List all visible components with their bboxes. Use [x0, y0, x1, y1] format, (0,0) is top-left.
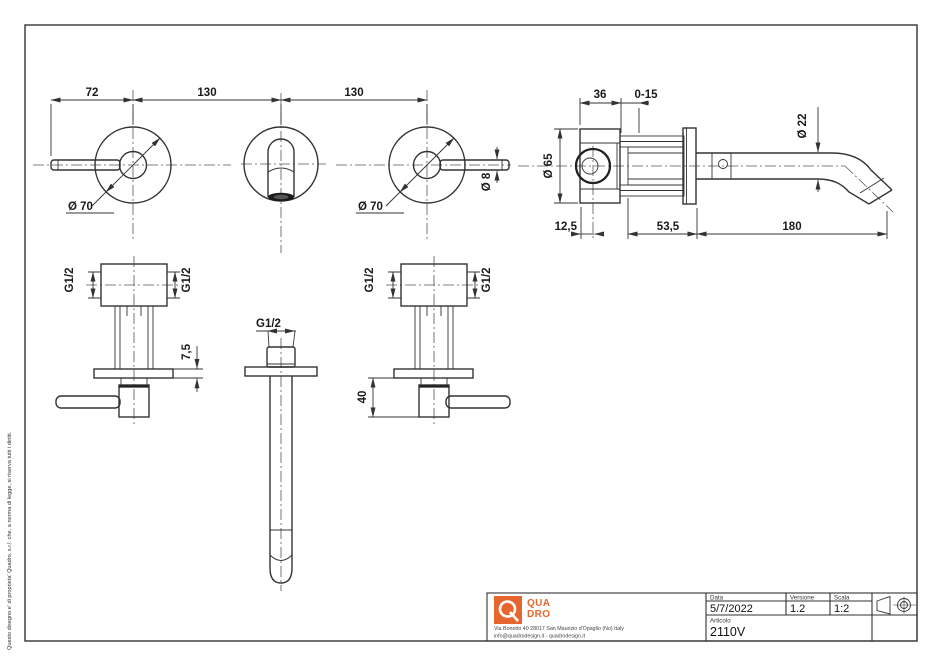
thread-sleeve — [627, 146, 685, 186]
dim-label-dia70-right: Ø 70 — [358, 201, 383, 213]
set-screw — [718, 159, 728, 169]
thread-label-g12-c: G1/2 — [364, 268, 376, 293]
field-label-data: Data — [710, 595, 724, 602]
lever-top-view — [55, 395, 121, 409]
field-value-data: 5/7/2022 — [710, 603, 753, 615]
field-value-scala: 1:2 — [834, 603, 849, 615]
field-value-articolo: 2110V — [710, 625, 746, 639]
handle-base — [118, 384, 150, 418]
dim-label-36: 36 — [594, 89, 607, 101]
aerator-line — [859, 177, 885, 194]
left-handle-rosette — [94, 126, 172, 204]
valve-body-top-right — [400, 263, 468, 307]
right-handle-rosette — [388, 126, 466, 204]
dim-label-7-5: 7,5 — [181, 343, 193, 360]
thread-label-g12-b: G1/2 — [181, 268, 193, 293]
dim-label-dia70-left: Ø 70 — [68, 201, 93, 213]
dim-label-dia65: Ø 65 — [543, 153, 555, 179]
quadro-logo: QUA DRO — [494, 596, 550, 624]
dim-label-40: 40 — [357, 391, 369, 404]
thread-label-g12-spout: G1/2 — [256, 318, 281, 330]
sheet-border — [24, 24, 918, 642]
side-view: 36 0-15 Ø 65 Ø 22 12,5 53,5 180 — [518, 89, 894, 239]
field-value-versione: 1.2 — [790, 603, 805, 615]
dim-label-dia8: Ø 8 — [481, 172, 493, 191]
valve-body-top — [100, 263, 168, 307]
logo-q-icon — [498, 600, 517, 618]
lever-top-view-right — [445, 395, 511, 409]
title-block: QUA DRO Via Bonetto 40 28017 San Maurizi… — [486, 592, 918, 642]
valve-body — [579, 128, 621, 204]
wall-plate-right — [393, 368, 474, 379]
dim-label-0-15: 0-15 — [634, 89, 658, 101]
projection-symbol-icon — [876, 595, 916, 615]
right-handle-lever — [439, 159, 510, 171]
top-view-right-valve: G1/2 G1/2 40 — [357, 256, 511, 424]
thread-label-g12-d: G1/2 — [481, 268, 493, 293]
field-label-articolo: Articolo — [710, 618, 731, 625]
dim-label-53-5: 53,5 — [657, 221, 680, 233]
cartridge — [574, 147, 612, 185]
top-view-spout: G1/2 — [244, 318, 318, 591]
dim-label-12-5: 12,5 — [555, 221, 578, 233]
field-label-versione: Versione — [790, 595, 815, 602]
address-line1: Via Bonetto 40 28017 San Maurizio d'Opag… — [494, 626, 624, 632]
dim-label-130-b: 130 — [344, 87, 363, 99]
wall-flange — [682, 127, 697, 205]
dim-label-180: 180 — [782, 221, 801, 233]
left-handle-lever — [50, 159, 121, 171]
spout-wall-plate — [244, 366, 318, 377]
handle-base-right — [418, 384, 450, 418]
top-view-left-valve: G1/2 G1/2 7,5 — [55, 256, 203, 424]
wall-plate — [93, 368, 174, 379]
dim-label-72: 72 — [86, 87, 99, 99]
front-view: 72 130 130 Ø 70 Ø 70 Ø 8 — [33, 87, 511, 253]
thread-label-g12-a: G1/2 — [64, 268, 76, 293]
field-label-scala: Scala — [834, 595, 850, 602]
spout-tube — [696, 152, 893, 191]
logo-text-line2: DRO — [527, 609, 550, 620]
dim-label-130-a: 130 — [197, 87, 216, 99]
copyright-note: Questo disegno e' di proprieta' Quadro. … — [7, 431, 13, 650]
dim-label-dia22: Ø 22 — [797, 114, 809, 139]
address-line2: info@quadrodesign.it - quadrodesign.it — [494, 634, 586, 640]
logo-text-line1: QUA — [527, 598, 550, 609]
